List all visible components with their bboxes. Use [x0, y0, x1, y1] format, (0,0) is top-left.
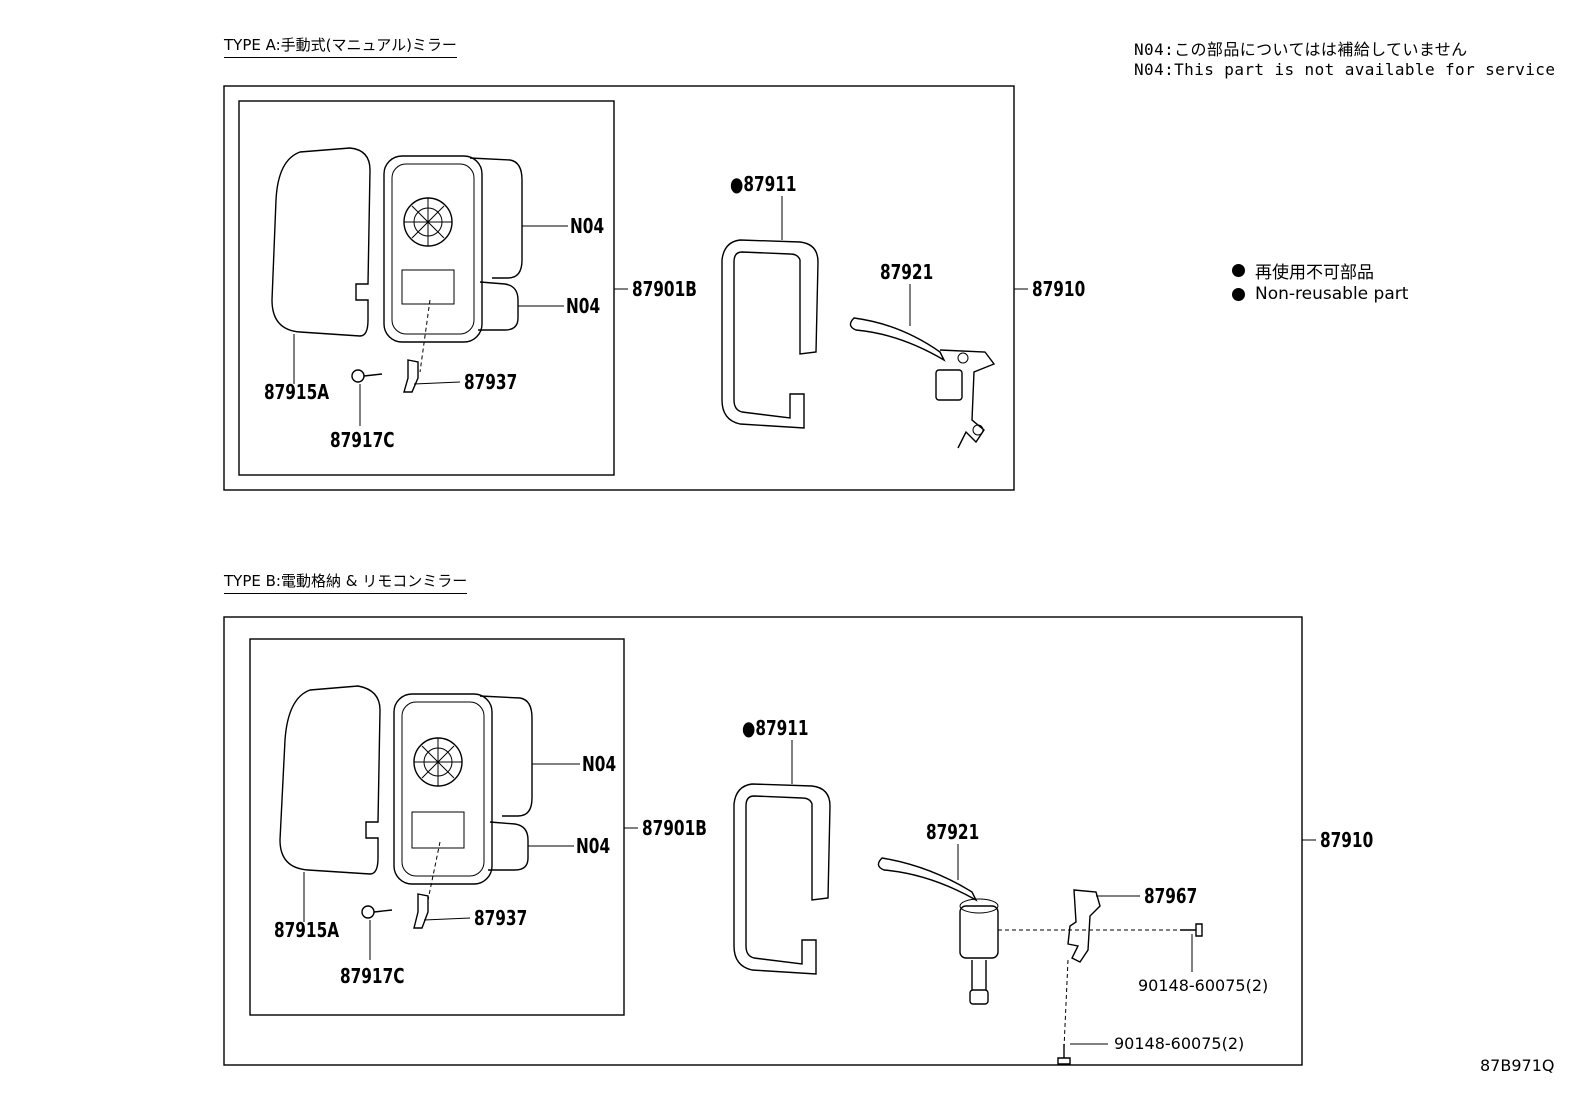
legend-jp-label: 再使用不可部品	[1255, 263, 1374, 283]
type-a-cover	[721, 239, 819, 429]
type-b-title: TYPE B:電動格納 & リモコンミラー	[224, 570, 468, 594]
type-a-bracket	[403, 359, 419, 393]
type-a-housing-front	[383, 155, 483, 343]
type-a-label-n04-lower: N04	[566, 294, 601, 318]
legend-en-label: Non-reusable part	[1255, 284, 1409, 304]
type-b-housing-lower	[488, 821, 529, 871]
type-b-label-n04-lower: N04	[576, 834, 611, 858]
type-b-screw	[361, 905, 375, 919]
type-b-label-outer-mirror: 87901B	[642, 816, 707, 840]
legend-jp: 再使用不可部品	[1232, 258, 1374, 283]
type-a-screw	[351, 369, 365, 383]
type-b-housing-front	[393, 693, 493, 885]
legend-en: Non-reusable part	[1232, 284, 1408, 304]
type-b-mirror-glass	[279, 685, 381, 875]
type-a-outer-frame	[223, 85, 1015, 491]
type-a-label-n04-upper: N04	[570, 214, 605, 238]
type-b-inner-frame	[249, 638, 625, 1016]
type-a-label-cover: ●87911	[730, 172, 797, 196]
figure-code: 87B971Q	[1480, 1056, 1555, 1075]
type-b-label-bolt-upper: 90148-60075(2)	[1138, 976, 1269, 995]
type-a-stay	[849, 317, 946, 362]
type-b-stay	[877, 857, 978, 902]
type-a-inner-frame	[238, 100, 615, 476]
type-a-label-bracket: 87937	[464, 370, 518, 394]
type-b-label-bolt-lower: 90148-60075(2)	[1114, 1034, 1245, 1053]
bullet-icon	[1232, 287, 1245, 301]
type-b-label-bracket: 87937	[474, 906, 528, 930]
type-a-title: TYPE A:手動式(マニュアル)ミラー	[224, 34, 457, 58]
note-en: N04:This part is not available for servi…	[1134, 60, 1556, 79]
type-b-motor	[959, 905, 999, 959]
type-b-label-mirror: 87915A	[274, 918, 340, 942]
bullet-icon	[1232, 264, 1245, 277]
type-a-label-stay: 87921	[880, 260, 934, 284]
type-b-motor-bracket	[1067, 889, 1101, 963]
type-a-label-screw: 87917C	[330, 428, 395, 452]
type-b-bolt-lower	[1057, 1044, 1071, 1065]
type-b-label-stay: 87921	[926, 820, 980, 844]
type-b-housing-back	[479, 695, 533, 817]
type-b-cover	[733, 783, 831, 975]
type-b-label-assy: 87910	[1320, 828, 1374, 852]
type-b-label-cover: ●87911	[742, 716, 809, 740]
type-a-housing-back	[469, 157, 523, 279]
type-a-label-outer-mirror: 87901B	[632, 277, 697, 301]
note-jp: N04:この部品についてはは補給していません	[1134, 40, 1468, 59]
type-b-label-screw: 87917C	[340, 964, 405, 988]
type-a-label-mirror: 87915A	[264, 380, 330, 404]
type-b-bolt-upper	[1180, 923, 1203, 937]
type-b-bracket	[413, 893, 429, 929]
type-b-outer-frame	[223, 616, 1303, 1066]
type-b-label-motor-bracket: 87967	[1144, 884, 1198, 908]
type-a-label-assy: 87910	[1032, 277, 1086, 301]
type-a-mirror-glass	[271, 147, 371, 337]
type-b-label-n04-upper: N04	[582, 752, 617, 776]
type-a-housing-lower	[478, 281, 519, 331]
